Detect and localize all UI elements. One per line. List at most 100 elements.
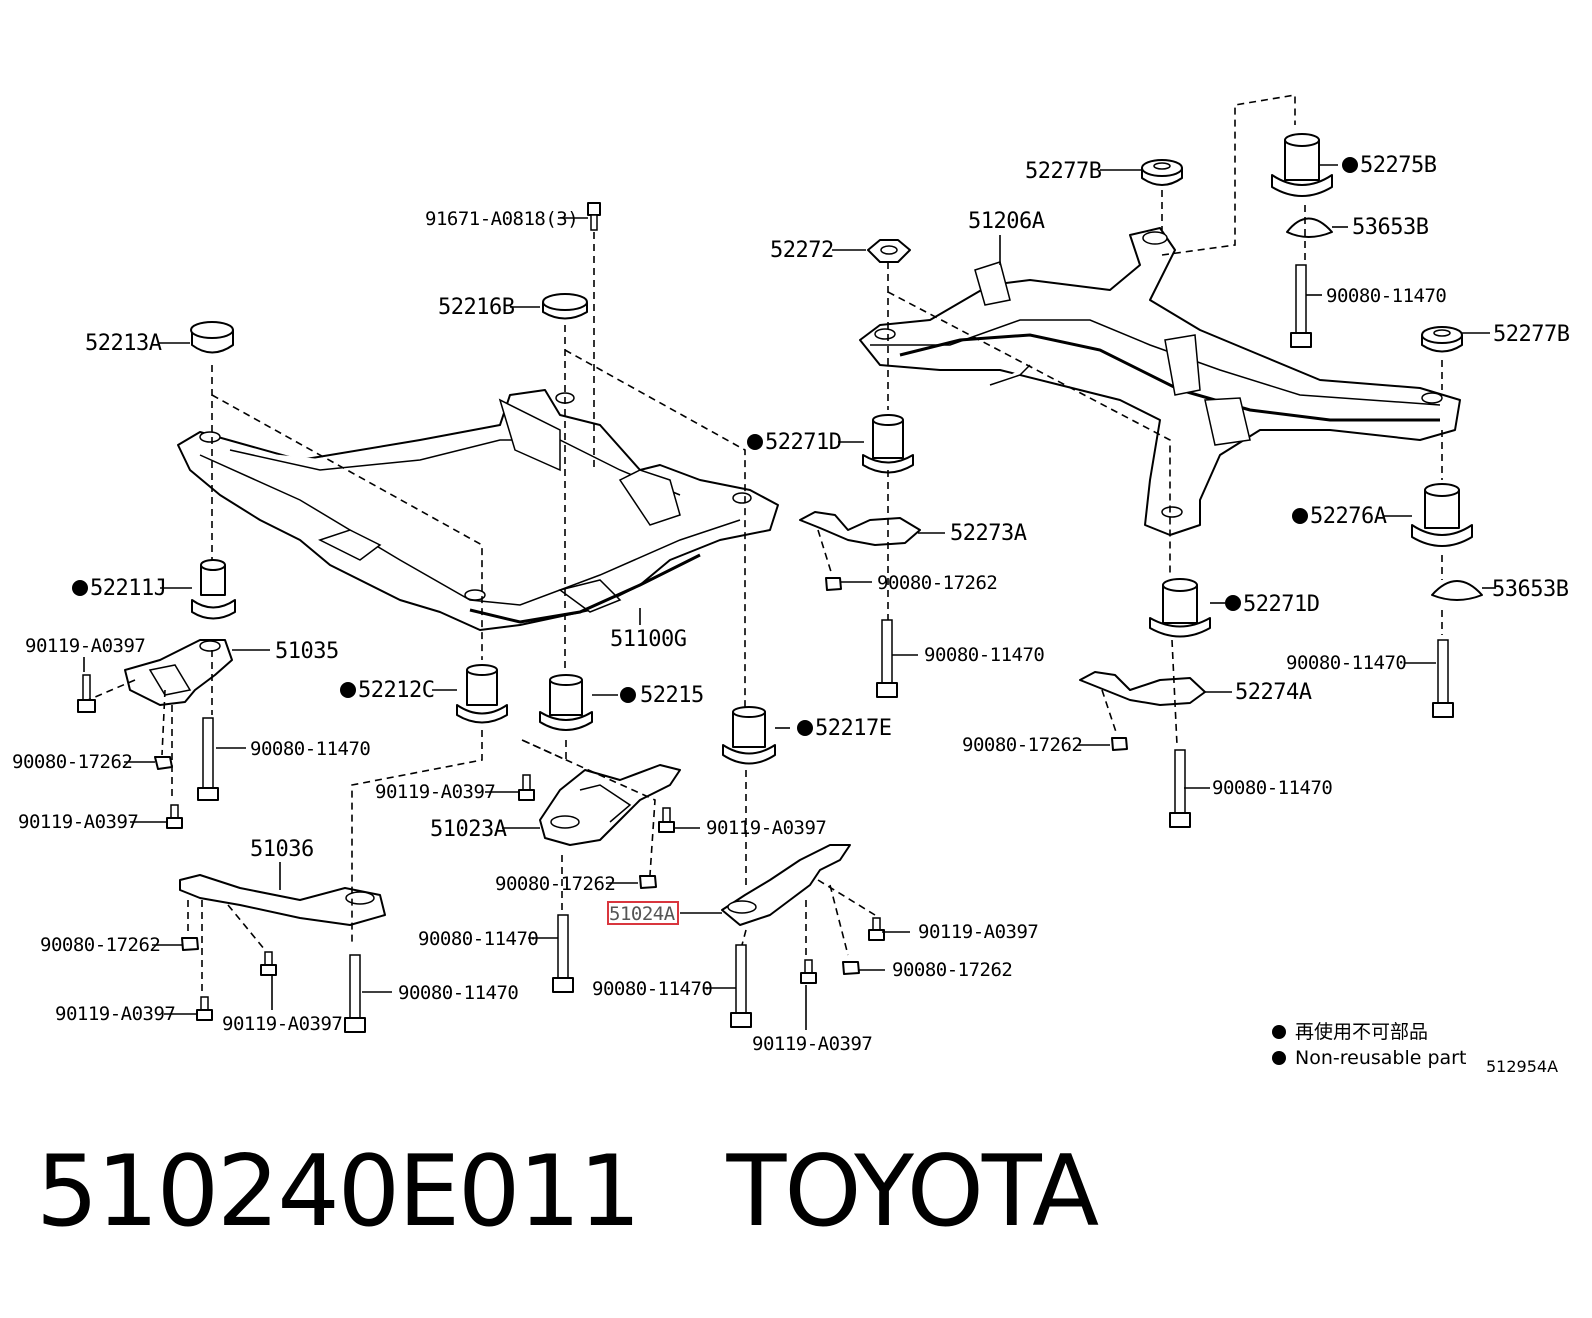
bolt-small-4 — [658, 807, 675, 833]
nut-small-3 — [181, 937, 199, 951]
bolt-long-b — [552, 914, 574, 993]
label-90119-A0397-c: 90119-A0397 — [375, 781, 495, 803]
nut-small-1 — [154, 756, 173, 770]
bolt-long-c — [344, 954, 366, 1033]
bolt-small-3 — [518, 774, 535, 801]
label-90080-11470-c: 90080-11470 — [418, 928, 538, 950]
bushing-52217E — [722, 706, 776, 765]
cushion-52277B-top — [1141, 159, 1183, 186]
label-90080-17262-c: 90080-17262 — [40, 934, 160, 956]
nut-small-2 — [639, 875, 657, 889]
brand-name: TOYOTA — [726, 1135, 1100, 1249]
front-subframe-51100G — [177, 389, 779, 631]
bushing-52276A — [1411, 483, 1473, 547]
label-90119-A0397-f: 90119-A0397 — [222, 1013, 342, 1035]
label-52275B: 52275B — [1360, 153, 1437, 178]
nut-52272 — [867, 239, 911, 263]
label-90080-17262-d: 90080-17262 — [892, 959, 1012, 981]
bolt-long-h — [1169, 749, 1191, 828]
label-52271D-a: 52271D — [765, 430, 841, 455]
label-51206A: 51206A — [968, 209, 1045, 234]
bolt-small-8 — [868, 917, 885, 941]
label-51100G: 51100G — [610, 627, 686, 652]
bolt-small-1 — [77, 674, 96, 713]
label-52211J: 52211J — [90, 576, 166, 601]
label-90119-A0397-h: 90119-A0397 — [918, 921, 1038, 943]
label-90119-A0397-d: 90119-A0397 — [706, 817, 826, 839]
label-52213A: 52213A — [85, 331, 162, 356]
nut-small-4 — [842, 961, 860, 975]
nut-small-5 — [825, 577, 842, 591]
label-52216B: 52216B — [438, 295, 515, 320]
part-number-title: 510240E011 TOYOTA — [36, 1135, 1100, 1249]
bolt-small-7 — [800, 959, 817, 984]
bolt-91671 — [587, 202, 601, 231]
non-reusable-markers — [72, 157, 1358, 1065]
bracket-52274A — [1079, 671, 1206, 706]
leader-lines — [83, 164, 1496, 1030]
bolt-small-6 — [260, 951, 277, 976]
label-90080-11470-b: 90080-11470 — [398, 982, 518, 1004]
nut-small-6 — [1111, 737, 1128, 751]
bolt-long-g — [1432, 639, 1454, 718]
bushing-52211J — [191, 559, 236, 620]
bolt-small-5 — [196, 996, 213, 1021]
label-52215: 52215 — [640, 683, 704, 708]
label-90080-11470-h: 90080-11470 — [1212, 777, 1332, 799]
bushing-52215 — [539, 674, 593, 731]
label-90080-11470-f: 90080-11470 — [1326, 285, 1446, 307]
bolt-small-2 — [166, 804, 183, 829]
washer-53653B-right — [1431, 580, 1483, 601]
bracket-52273A — [799, 511, 921, 546]
bolt-long-d — [730, 944, 752, 1028]
arm-51036 — [179, 874, 386, 926]
label-90080-17262-b: 90080-17262 — [495, 873, 615, 895]
arm-51024A — [721, 844, 851, 926]
label-90119-A0397-b: 90119-A0397 — [18, 811, 138, 833]
rear-subframe-51206A — [859, 227, 1461, 536]
label-90080-11470-g: 90080-11470 — [1286, 652, 1406, 674]
label-90080-11470-e: 90080-11470 — [924, 644, 1044, 666]
label-52271D-b: 52271D — [1243, 592, 1319, 617]
label-90119-A0397-e: 90119-A0397 — [55, 1003, 175, 1025]
legend-en: Non-reusable part — [1295, 1047, 1466, 1069]
label-90119-A0397-a: 90119-A0397 — [25, 635, 145, 657]
arm-51023A — [539, 764, 681, 846]
bolt-long-a — [197, 717, 219, 801]
cushion-52216B — [542, 293, 588, 320]
label-90080-11470-d: 90080-11470 — [592, 978, 712, 1000]
bushing-52275B — [1271, 133, 1333, 197]
label-53653B-b: 53653B — [1492, 577, 1569, 602]
dashed-guides — [87, 94, 1443, 995]
label-90080-17262-f: 90080-17262 — [962, 734, 1082, 756]
label-52277B-b: 52277B — [1493, 322, 1570, 347]
bracket-51035 — [124, 639, 233, 706]
label-51035: 51035 — [275, 639, 339, 664]
bolt-long-e — [876, 619, 898, 698]
bushing-52212C — [456, 664, 508, 724]
label-52277B-a: 52277B — [1025, 159, 1102, 184]
washer-53653B-top — [1286, 217, 1333, 238]
legend: 再使用不可部品 Non-reusable part 512954A — [1295, 1021, 1558, 1076]
cushion-52277B-right — [1421, 326, 1463, 353]
label-52276A: 52276A — [1310, 504, 1387, 529]
label-52272: 52272 — [770, 238, 834, 263]
label-91671-A0818: 91671-A0818(3) — [425, 208, 578, 230]
label-52273A: 52273A — [950, 521, 1027, 546]
part-number: 510240E011 — [36, 1135, 641, 1249]
cushion-52213A — [190, 321, 234, 354]
label-52212C: 52212C — [358, 678, 434, 703]
highlight-box-51024A — [607, 901, 679, 925]
bushing-52271D-upper — [862, 414, 914, 474]
label-90080-17262-a: 90080-17262 — [12, 751, 132, 773]
label-90080-11470-a: 90080-11470 — [250, 738, 370, 760]
label-53653B-a: 53653B — [1352, 215, 1429, 240]
label-51036: 51036 — [250, 837, 314, 862]
bolt-long-f — [1290, 264, 1312, 348]
part-labels: 91671-A0818(3) 52216B 52213A 52211J 5103… — [12, 153, 1570, 1055]
bushing-52271D-lower — [1149, 578, 1211, 638]
diagram-code: 512954A — [1486, 1057, 1558, 1076]
label-90080-17262-e: 90080-17262 — [877, 572, 997, 594]
